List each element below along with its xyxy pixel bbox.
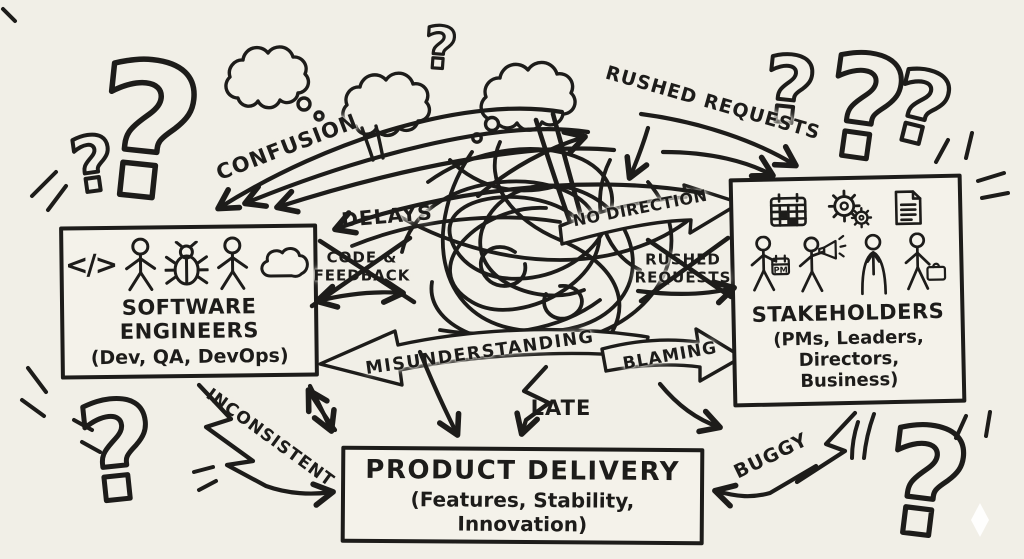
late-label: LATE bbox=[530, 396, 592, 420]
scribble-tangle-drawing bbox=[350, 140, 700, 350]
product-delivery-subtitle: (Features, Stability, Innovation) bbox=[410, 486, 635, 536]
calendar-icon bbox=[769, 193, 807, 228]
document-icon bbox=[894, 190, 922, 226]
software-engineers-box: </> SOFTWARE ENGINEERS (Dev, QA, DevOps) bbox=[59, 223, 319, 380]
bug-icon bbox=[163, 240, 209, 286]
question-mark: ? bbox=[84, 20, 213, 246]
rushed-requests-mid-line1: RUSHED bbox=[645, 250, 721, 269]
pm-badge: PM bbox=[773, 265, 787, 275]
stakeholders-object-icons bbox=[768, 188, 923, 231]
code-icon: </> bbox=[64, 247, 117, 282]
sparkle-icon bbox=[971, 503, 989, 537]
stakeholders-title: STAKEHOLDERS bbox=[751, 299, 945, 328]
question-mark: ? bbox=[70, 371, 165, 536]
engineer-icon bbox=[216, 235, 248, 290]
engineer-icon bbox=[124, 237, 156, 291]
rushed-requests-mid-line2: REQUESTS bbox=[634, 268, 732, 286]
stakeholders-subtitle: (PMs, Leaders, Directors, Business) bbox=[773, 326, 924, 392]
misunderstanding-banner bbox=[318, 327, 650, 387]
stakeholders-box: PM STAKEHOLDERS (PMs, Leaders, bbox=[728, 173, 967, 408]
rushed-requests-mid-label: RUSHED REQUESTS bbox=[635, 251, 732, 286]
business-person-icon bbox=[904, 232, 946, 291]
pm-person-icon: PM bbox=[750, 236, 790, 293]
software-engineers-title: SOFTWARE ENGINEERS bbox=[119, 293, 260, 344]
blaming-banner bbox=[600, 327, 744, 383]
software-engineers-subtitle: (Dev, QA, DevOps) bbox=[90, 344, 289, 369]
thought-cloud-left bbox=[224, 45, 325, 122]
code-feedback-label: CODE & FEEDBACK bbox=[314, 249, 411, 284]
product-delivery-title: PRODUCT DELIVERY bbox=[365, 454, 681, 487]
megaphone-person-icon bbox=[798, 235, 846, 293]
code-feedback-line2: FEEDBACK bbox=[313, 266, 411, 284]
cloud-icon bbox=[260, 246, 309, 278]
software-engineers-icons: </> bbox=[65, 234, 313, 293]
product-delivery-box: PRODUCT DELIVERY (Features, Stability, I… bbox=[340, 445, 705, 546]
director-person-icon bbox=[860, 234, 887, 296]
stakeholders-people-icons: PM bbox=[746, 231, 947, 299]
question-mark: ? bbox=[421, 13, 459, 83]
gears-icon bbox=[827, 190, 872, 229]
code-feedback-line1: CODE & bbox=[326, 248, 398, 267]
